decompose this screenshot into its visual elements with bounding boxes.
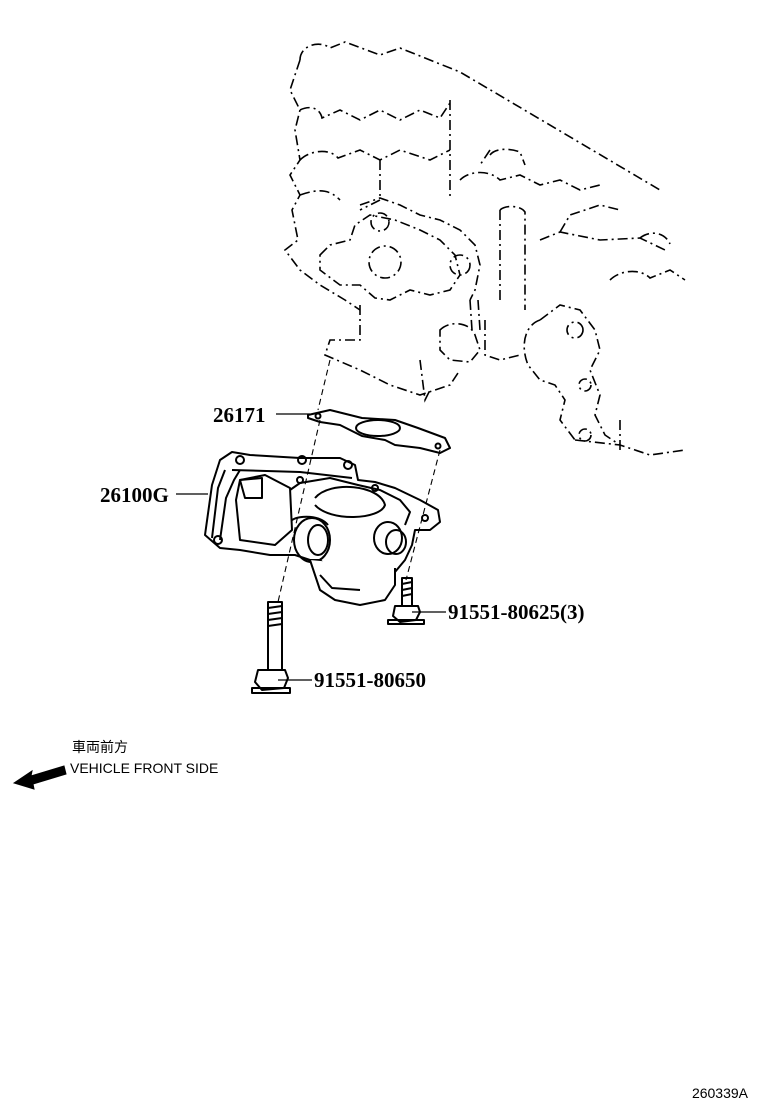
callout-26100G: 26100G xyxy=(100,483,169,507)
diagram-reference-code: 260339A xyxy=(692,1085,749,1101)
direction-label-jp: 車両前方 xyxy=(72,739,128,755)
assembly-lines xyxy=(277,359,441,603)
arrow-left-icon xyxy=(12,765,67,790)
callout-26171: 26171 xyxy=(213,403,266,427)
bolt-91551-80625 xyxy=(387,577,425,625)
gasket-26171 xyxy=(307,409,451,454)
bolt-91551-80650 xyxy=(251,601,291,694)
throttle-body-26100G xyxy=(204,451,441,606)
vehicle-front-indicator: 車両前方 VEHICLE FRONT SIDE xyxy=(12,739,218,790)
callout-91551-80625: 91551-80625(3) xyxy=(448,600,584,624)
engine-block-phantom xyxy=(283,41,686,456)
direction-label-en: VEHICLE FRONT SIDE xyxy=(70,760,218,776)
callout-91551-80650: 91551-80650 xyxy=(314,668,426,692)
